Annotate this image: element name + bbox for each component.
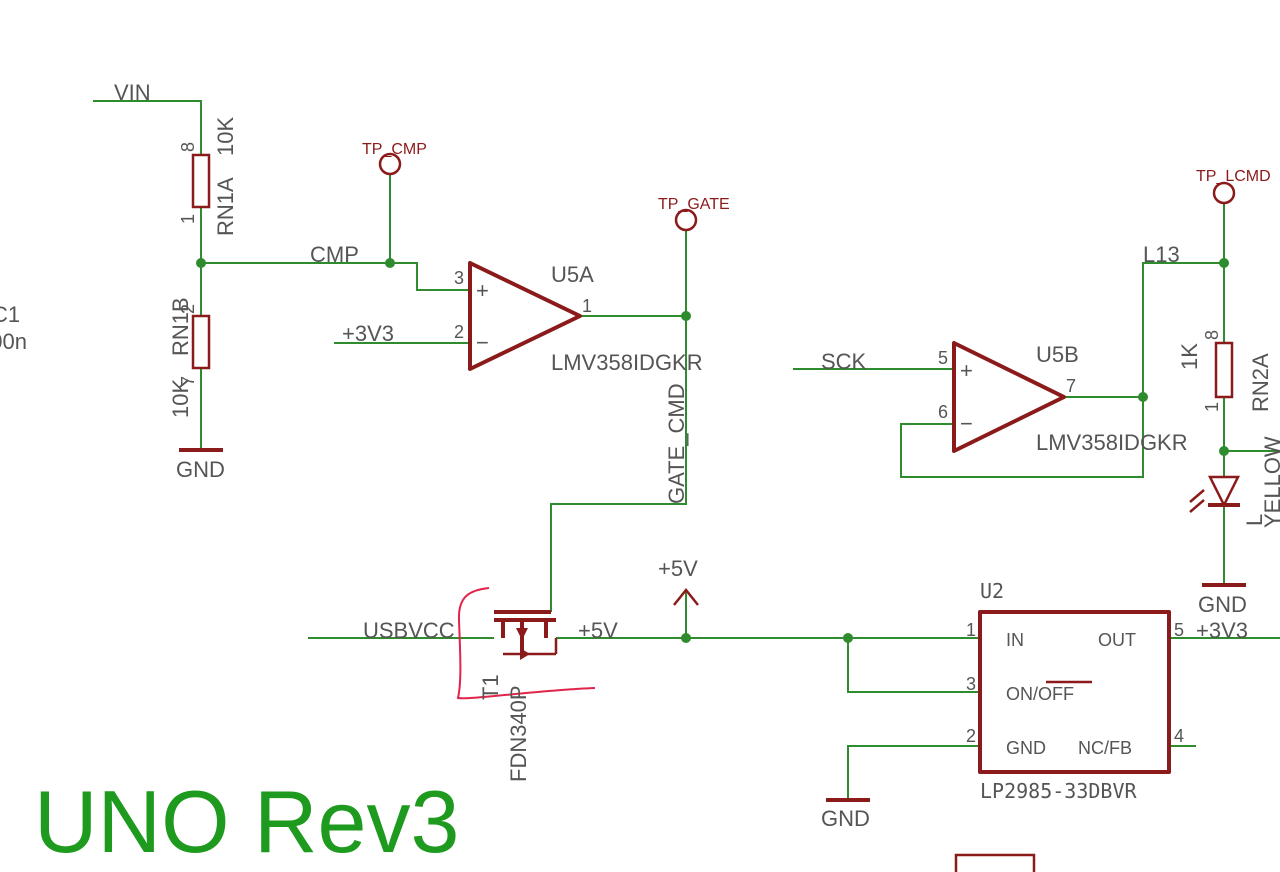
regulator-u2-box xyxy=(978,610,1171,774)
testpoint-cmp-label: TP_CMP xyxy=(362,141,427,158)
net-label-sck: SCK xyxy=(821,349,867,374)
u2-pin-gnd: GND xyxy=(1006,738,1046,758)
junction-cmp-left xyxy=(196,258,206,268)
u5b-part: LMV358IDGKR xyxy=(1036,430,1188,455)
junction-gate xyxy=(681,311,691,321)
testpoint-cmp-icon xyxy=(378,152,402,176)
testpoint-lcmd-label: TP_LCMD xyxy=(1196,168,1271,185)
testpoint-gate-icon xyxy=(674,208,698,232)
resistor-rn1b xyxy=(191,314,211,370)
u2-pin-on-off: ON/OFF xyxy=(1006,684,1074,704)
wires xyxy=(93,100,1280,800)
u5b-ref: U5B xyxy=(1036,342,1079,367)
hand-annotation-mark xyxy=(456,587,596,700)
net-label-vin: VIN xyxy=(114,80,151,105)
led-yellow-icon xyxy=(1189,475,1241,513)
u2-pin-out: OUT xyxy=(1098,630,1136,650)
t1-ref: T1 xyxy=(478,674,503,700)
mosfet-t1-icon xyxy=(494,610,558,660)
wire-gate-cmd xyxy=(550,316,687,612)
gnd-label-u2: GND xyxy=(821,806,870,831)
u5b-pin-minus: 6 xyxy=(938,402,948,422)
resistor-rn2a xyxy=(1214,341,1234,399)
u2-pin-nc-fb: NC/FB xyxy=(1078,738,1132,758)
board-title: UNO Rev3 xyxy=(34,772,459,871)
wire-u5b-feedback xyxy=(900,397,1144,478)
partial-component-box xyxy=(954,853,1036,872)
u5a-plus-symbol: + xyxy=(476,278,489,303)
rn1a-ref: RN1A xyxy=(213,177,238,236)
led-color: YELLOW xyxy=(1260,436,1280,528)
junction-led xyxy=(1219,446,1229,456)
wire-cmp xyxy=(201,262,470,291)
junction-l13 xyxy=(1219,258,1229,268)
rn1b-ref: RN1B xyxy=(168,297,193,356)
net-label-usbvcc: USBVCC xyxy=(363,618,455,643)
u5b-minus-symbol: − xyxy=(960,411,973,436)
rn1a-value: 10K xyxy=(213,117,238,156)
rn2a-value: 1K xyxy=(1177,343,1202,370)
gnd-label-rn1b: GND xyxy=(176,457,225,482)
u5a-pin-minus: 2 xyxy=(454,322,464,342)
wire-vin xyxy=(93,100,202,155)
junction-5v xyxy=(681,633,691,643)
rn1b-pin-top: 2 xyxy=(178,304,198,314)
rn1b-value: 10K xyxy=(168,379,193,418)
t1-part: FDN340P xyxy=(506,685,531,782)
junctions xyxy=(196,258,1229,643)
junction-on-off xyxy=(843,633,853,643)
u5a-pin-out: 1 xyxy=(582,296,592,316)
net-label-3v3: +3V3 xyxy=(342,321,394,346)
u2-pin-num-on-off: 3 xyxy=(966,674,976,694)
u2-part: LP2985-33DBVR xyxy=(980,779,1137,803)
u2-pin-num-nc-fb: 4 xyxy=(1174,726,1184,746)
wire-l13 xyxy=(1142,262,1224,397)
testpoint-lcmd-icon xyxy=(1212,181,1236,205)
net-label-cmp: CMP xyxy=(310,242,359,267)
gnd-label-led: GND xyxy=(1198,592,1247,617)
wire-on-off xyxy=(847,638,980,693)
u2-pin-in: IN xyxy=(1006,630,1024,650)
net-label-3v3-out: +3V3 xyxy=(1196,618,1248,643)
rn1a-pin-bottom: 1 xyxy=(178,214,198,224)
u5b-pin-out: 7 xyxy=(1066,376,1076,396)
net-label-l13: L13 xyxy=(1143,242,1180,267)
rn2a-pin-top: 8 xyxy=(1202,330,1222,340)
testpoint-gate-label: TP_GATE xyxy=(658,196,730,213)
c1-ref: C1 xyxy=(0,302,20,327)
opamp-u5a-icon xyxy=(468,261,582,371)
rn2a-pin-bottom: 1 xyxy=(1202,402,1222,412)
u5a-ref: U5A xyxy=(551,262,594,287)
c1-value: 100n xyxy=(0,329,27,354)
rn1b-pin-bottom: 7 xyxy=(178,376,198,386)
rn1a-pin-top: 8 xyxy=(178,142,198,152)
u5b-pin-plus: 5 xyxy=(938,348,948,368)
u2-ref: U2 xyxy=(980,579,1004,603)
net-label-5v-t1: +5V xyxy=(578,618,618,643)
led-ref: L xyxy=(1242,514,1267,526)
u5b-plus-symbol: + xyxy=(960,358,973,383)
power-5v-arrow-icon xyxy=(673,587,699,606)
junction-cmp-tp xyxy=(385,258,395,268)
rn2a-ref: RN2A xyxy=(1248,353,1273,412)
resistor-rn1a xyxy=(191,153,211,209)
u5a-pin-plus: 3 xyxy=(454,268,464,288)
power-label-5v: +5V xyxy=(658,556,698,581)
u2-pin-num-in: 1 xyxy=(966,620,976,640)
net-label-gate-cmd: GATE_CMD xyxy=(664,383,689,504)
u5a-minus-symbol: − xyxy=(476,330,489,355)
u2-pin-num-gnd: 2 xyxy=(966,726,976,746)
junction-u5b-out xyxy=(1138,392,1148,402)
wire-u2-gnd xyxy=(847,745,980,800)
u5a-part: LMV358IDGKR xyxy=(551,350,703,375)
opamp-u5b-icon xyxy=(952,341,1066,453)
u2-pin-num-out: 5 xyxy=(1174,620,1184,640)
